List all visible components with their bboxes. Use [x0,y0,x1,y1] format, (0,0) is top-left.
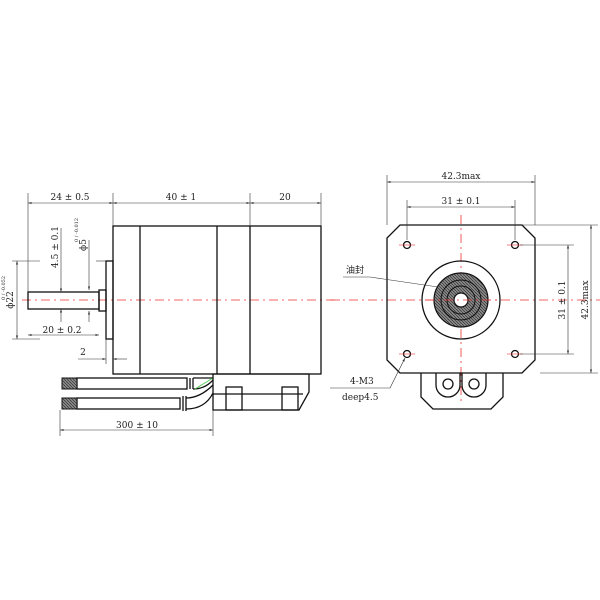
dim-hole-spacing-h: 31 ± 0.1 [441,197,480,207]
label-oil-seal: 油封 [346,264,364,276]
dim-flange-tol: 0 / -0.052 [1,276,7,300]
mounting-holes [399,240,523,359]
dim-shaft-length: 24 ± 0.5 [50,193,89,203]
dim-flat: 4.5 ± 0.1 [51,226,61,268]
connector [420,373,504,410]
front-view: 42.3max 31 ± 0.1 31 ± 0.1 42.3max 油封 4-M… [330,172,600,410]
dim-shaft-diameter: ϕ5 [79,239,89,251]
dim-shaft-exposed: 20 ± 0.2 [42,326,81,336]
dim-flange-thickness: 2 [80,348,86,358]
label-holes: 4-M3 [350,377,374,387]
side-view: 24 ± 0.5 40 ± 1 20 ϕ22 0 / -0.052 4.5 ± … [1,193,340,436]
dim-shaft-tol: 0 / -0.012 [74,218,80,242]
dim-height: 42.3max [581,280,591,319]
dim-rear-length: 20 [279,193,291,203]
cables [61,377,214,411]
dim-cable-length: 300 ± 10 [116,421,158,431]
dim-width: 42.3max [441,172,480,182]
dim-flange-diameter: ϕ22 [6,291,16,309]
boss [421,260,501,340]
dim-body-length: 40 ± 1 [166,193,196,203]
flange-square [386,224,536,374]
dim-hole-spacing-v: 31 ± 0.1 [558,280,568,319]
label-depth: deep4.5 [342,393,379,403]
connector-box [212,373,310,411]
shaft [27,291,100,310]
